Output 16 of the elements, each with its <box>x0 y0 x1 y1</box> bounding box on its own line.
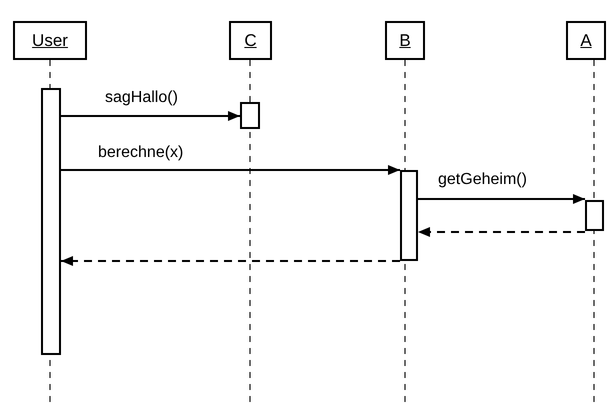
participant-box: A <box>566 21 606 60</box>
participant-box: C <box>229 21 272 60</box>
participant-box: User <box>13 21 87 60</box>
message-arrow <box>61 111 240 121</box>
message-arrow <box>418 194 585 204</box>
edge-label: getGeheim() <box>438 172 527 188</box>
activation-bar <box>41 88 61 355</box>
activation-bar <box>400 170 418 261</box>
edge-label: berechne(x) <box>98 145 184 161</box>
activation-bar <box>585 200 604 231</box>
message-arrow <box>61 165 400 175</box>
activation-bar <box>240 102 260 129</box>
participant-box: B <box>385 21 425 60</box>
message-arrow <box>418 227 585 237</box>
message-arrow <box>61 256 400 266</box>
edge-label: sagHallo() <box>105 90 178 106</box>
